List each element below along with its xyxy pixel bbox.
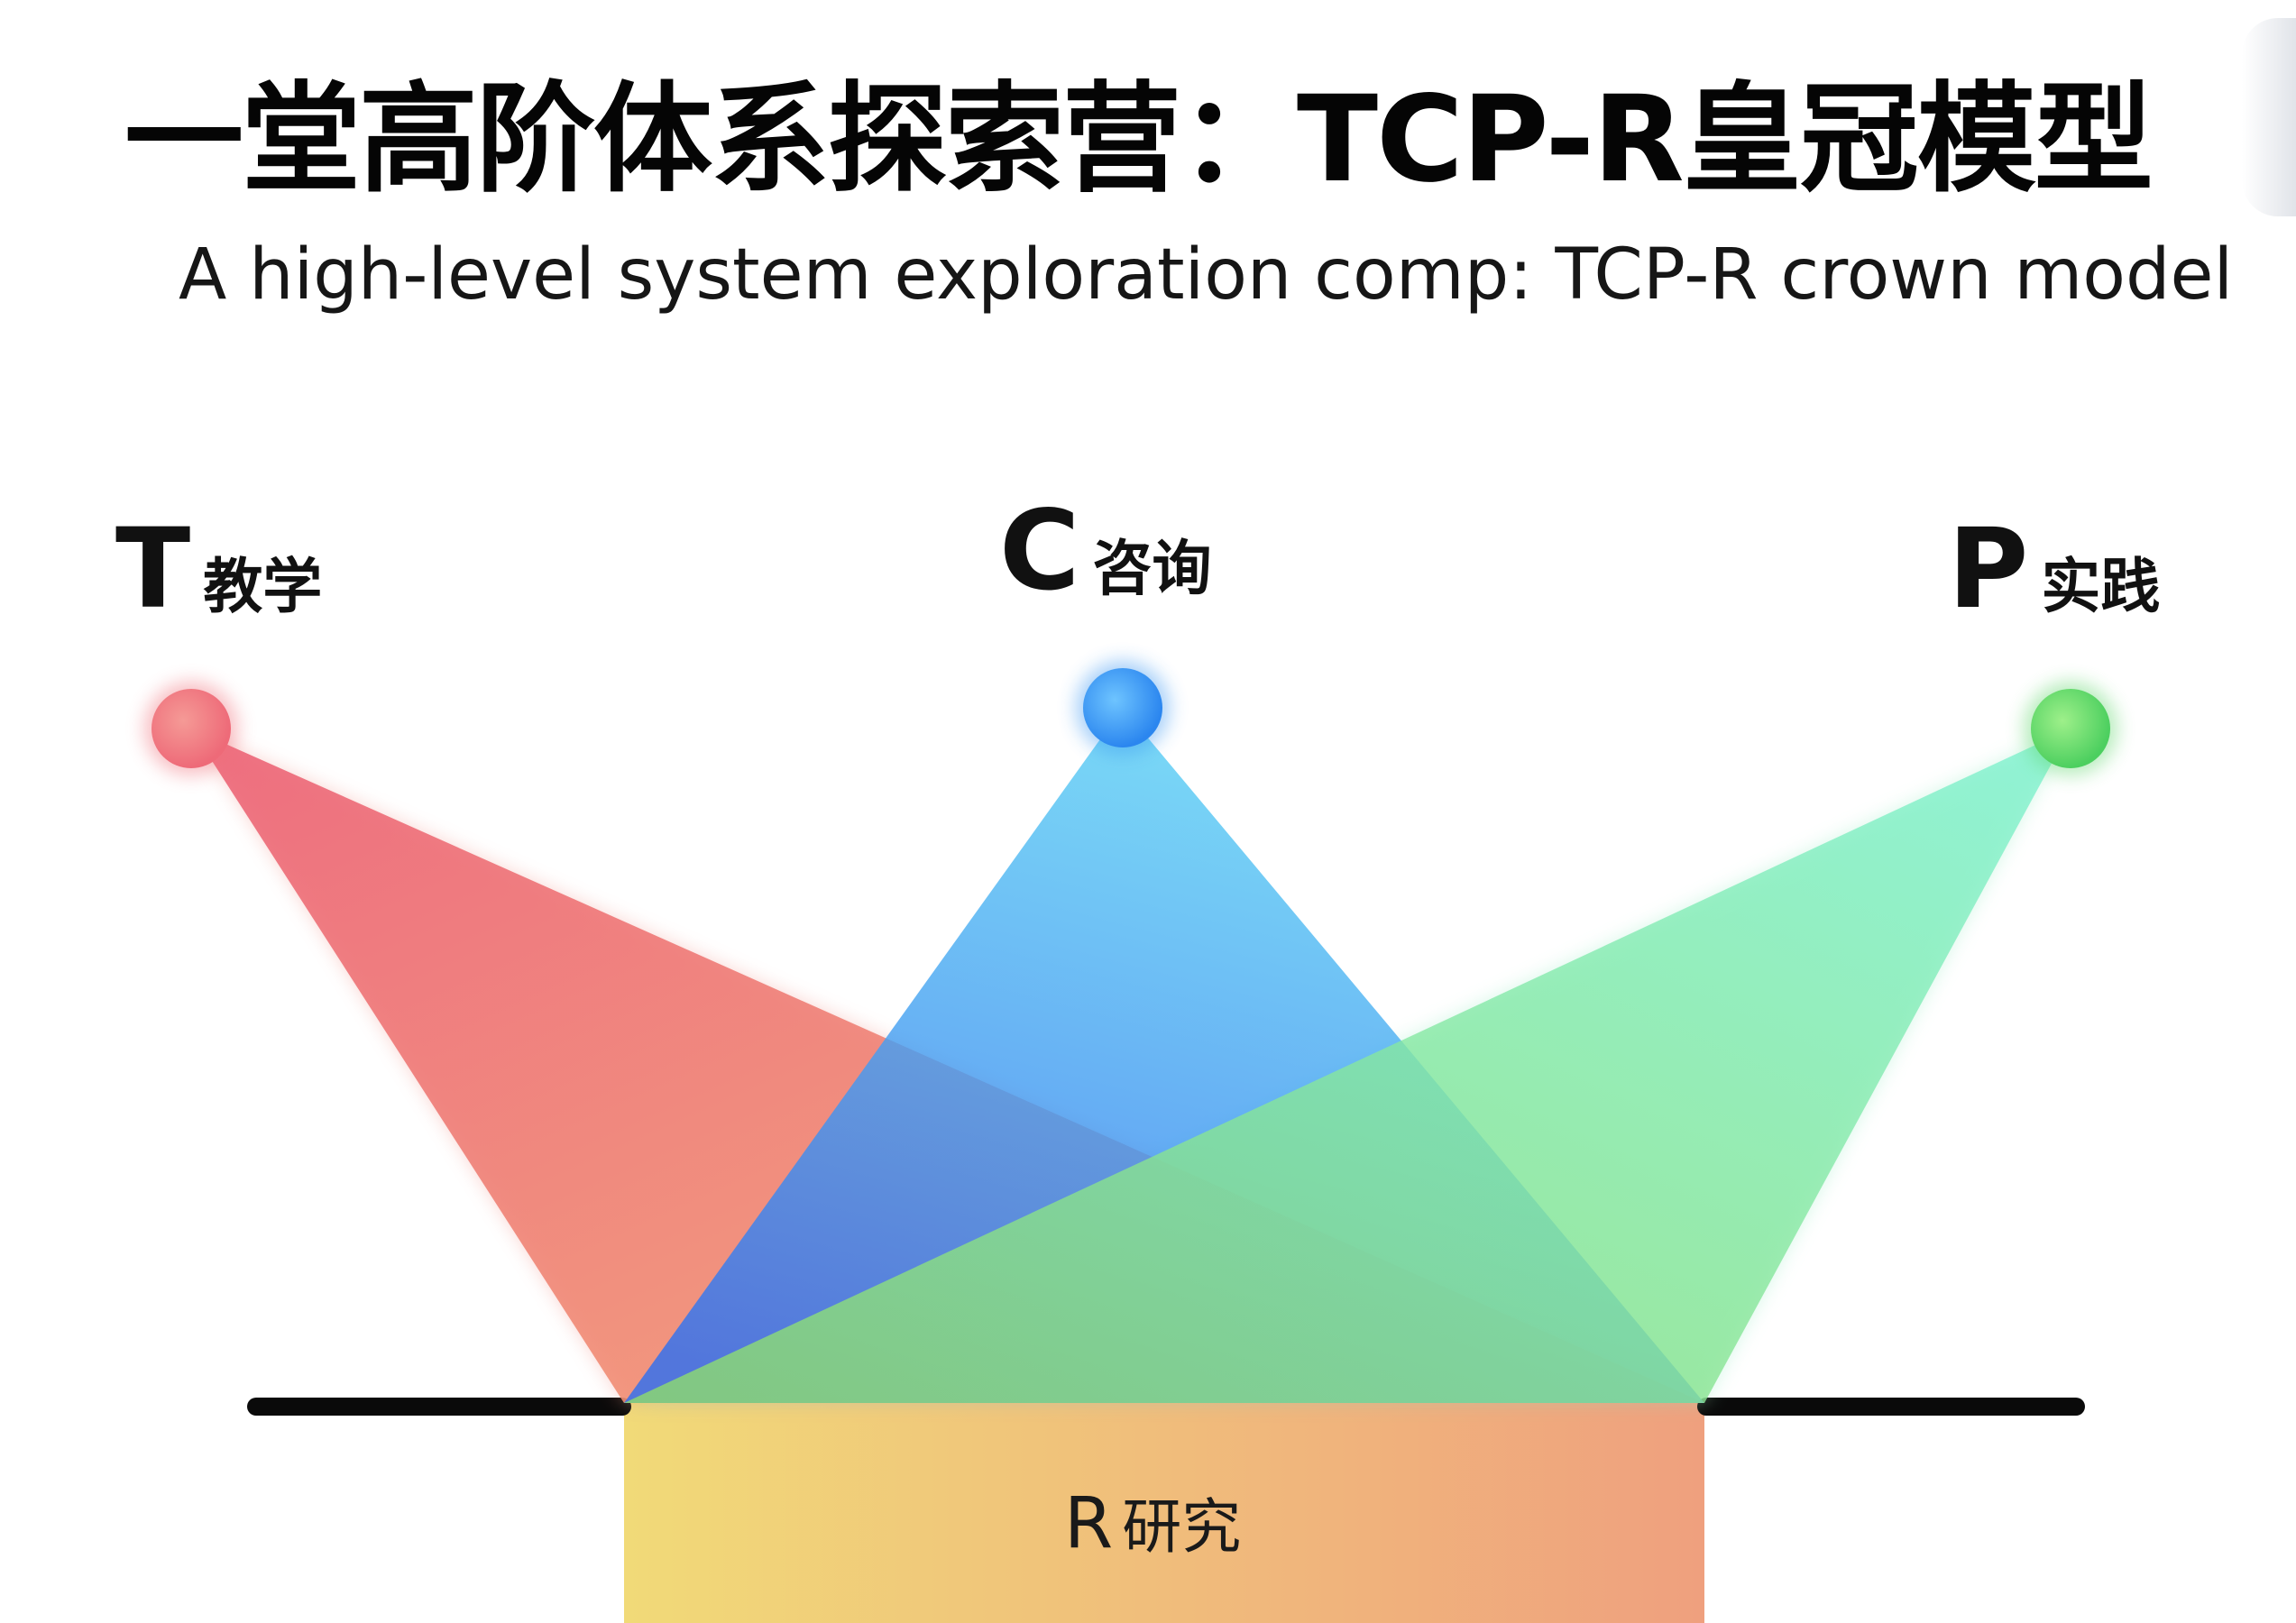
page-subtitle: A high-level system exploration comp: TC…: [179, 234, 2234, 316]
research-text: 研究: [1122, 1492, 1242, 1562]
practice-triangle: [624, 729, 2071, 1403]
teaching-text: 教学: [203, 552, 323, 621]
practice-text: 实践: [2041, 552, 2161, 621]
research-block: [624, 1403, 1704, 1623]
consulting-letter: C: [999, 487, 1080, 615]
window-edge-shadow: [2242, 18, 2296, 216]
teaching-node-dot: [152, 689, 231, 768]
page-title: 一堂高阶体系探索营：TCP-R皇冠模型: [124, 70, 2154, 209]
consulting-node-dot: [1083, 668, 1162, 747]
teaching-letter: T: [115, 505, 191, 633]
consulting-text: 咨询: [1092, 534, 1212, 603]
practice-letter: P: [1948, 505, 2029, 633]
research-letter: R: [1064, 1483, 1114, 1564]
practice-node-dot: [2031, 689, 2110, 768]
